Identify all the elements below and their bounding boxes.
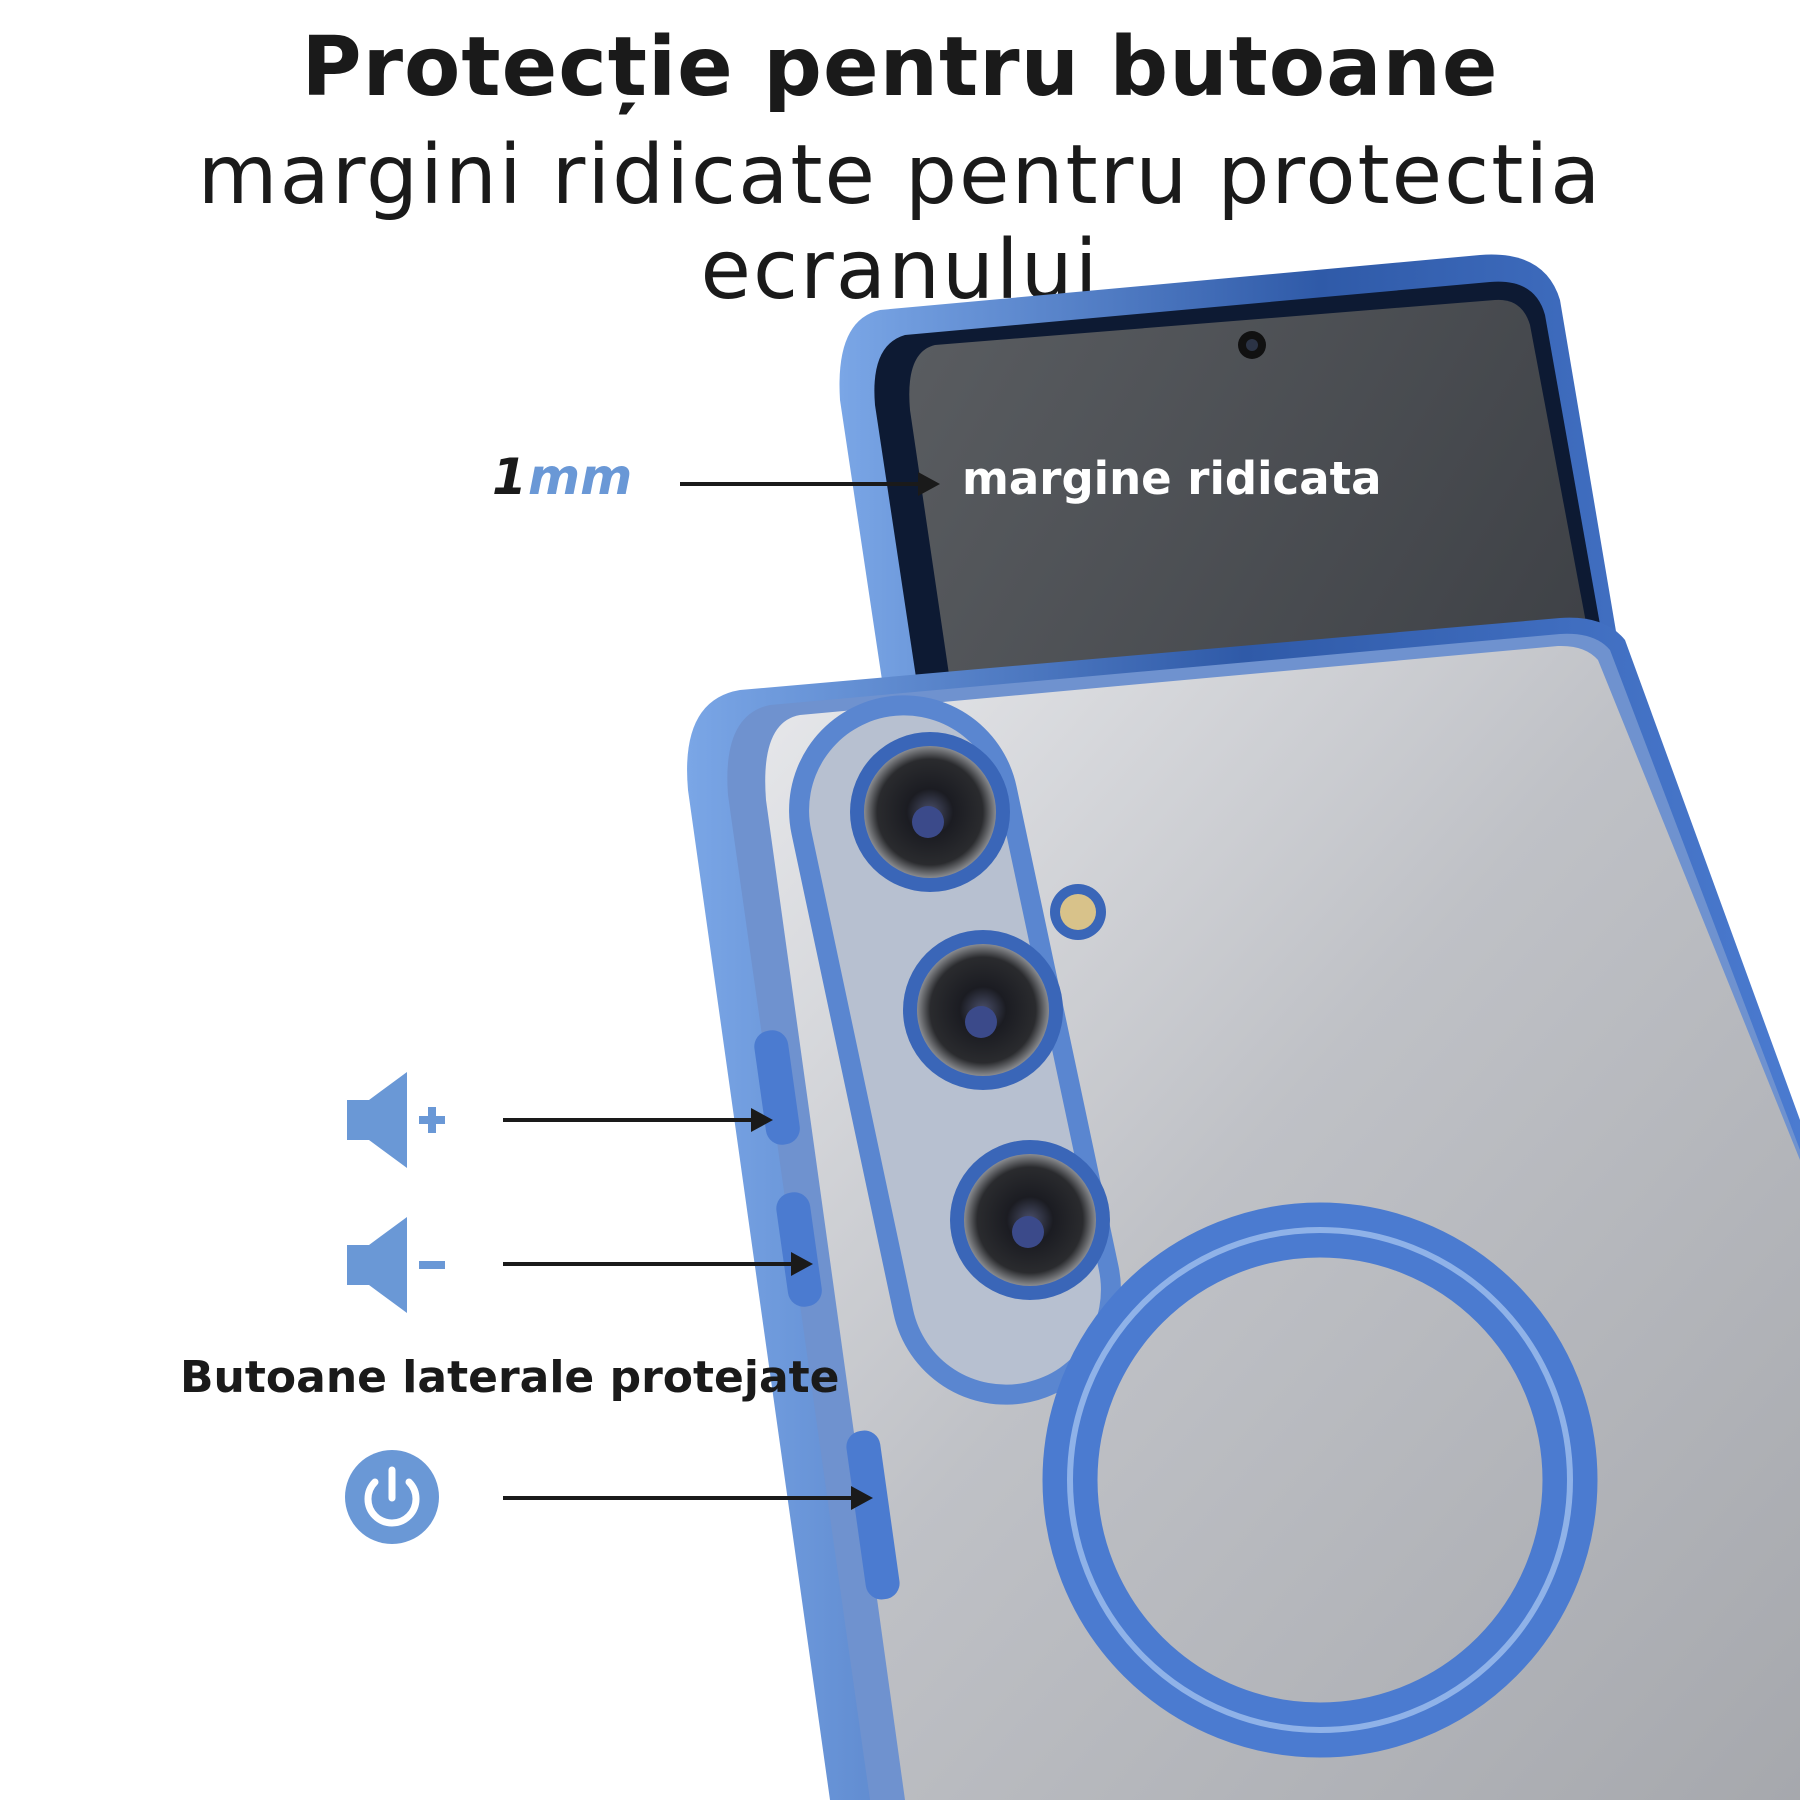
camera-lens-2 (903, 930, 1063, 1090)
camera-lens-1 (850, 732, 1010, 892)
arrow-power (503, 1486, 873, 1510)
page-subtitle: margini ridicate pentru protectia ecranu… (197, 128, 1603, 318)
side-buttons-label: Butoane laterale protejate (180, 1352, 840, 1403)
thickness-value: 1 (492, 448, 527, 506)
volume-up-icon (347, 1072, 445, 1168)
arrow-volume-up (503, 1108, 773, 1132)
flash (1050, 884, 1106, 940)
volume-down-icon (347, 1217, 445, 1313)
power-icon (345, 1450, 439, 1544)
magsafe-ring (1042, 1202, 1598, 1758)
camera-lens-3 (950, 1140, 1110, 1300)
thickness-unit: mm (528, 448, 633, 506)
arrow-raised-edge (680, 472, 940, 496)
arrow-volume-down (503, 1252, 813, 1276)
page-title: Protecție pentru butoane (301, 20, 1499, 115)
raised-edge-label: margine ridicata (962, 452, 1382, 505)
